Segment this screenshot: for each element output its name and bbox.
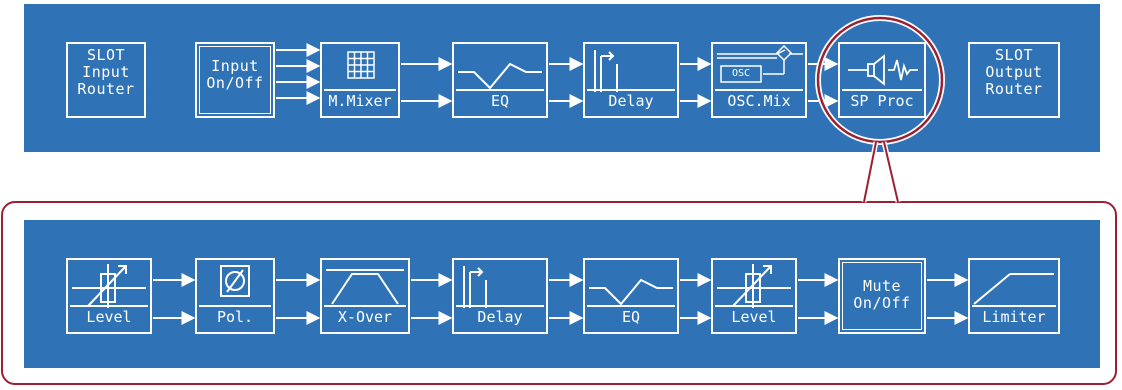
x-over-block: X-Over xyxy=(320,258,410,334)
eq-curve-icon xyxy=(458,62,542,90)
level-fader-icon xyxy=(72,264,146,308)
sp-proc-detail-panel xyxy=(24,220,1100,368)
speaker-icon xyxy=(848,54,918,86)
eq-label-bottom: EQ xyxy=(621,308,641,326)
grid-icon xyxy=(347,51,375,79)
sp-proc-label: SP Proc xyxy=(850,92,914,110)
level-label-2: Level xyxy=(731,308,777,326)
polarity-label: Pol. xyxy=(216,308,254,326)
eq-curve-icon xyxy=(589,278,673,306)
top-signal-chain-panel xyxy=(24,4,1100,152)
eq-label-top: EQ xyxy=(490,92,510,110)
polarity-block: Pol. xyxy=(195,258,275,334)
mute-on-off-label: Mute On/Off xyxy=(853,277,911,312)
delay-label-bottom: Delay xyxy=(477,308,523,326)
level-block-2: Level xyxy=(711,258,797,334)
polarity-icon xyxy=(220,265,250,297)
limiter-label: Limiter xyxy=(982,308,1046,326)
limiter-icon xyxy=(973,273,1054,305)
mute-on-off-block: Mute On/Off xyxy=(838,258,926,334)
slot-input-router-block: SLOT Input Router xyxy=(66,42,146,118)
eq-block-top: EQ xyxy=(452,42,548,118)
input-on-off-label: Input On/Off xyxy=(206,57,264,92)
sp-proc-detail-frame xyxy=(1,201,1117,385)
slot-input-router-label: SLOT Input Router xyxy=(77,46,135,98)
oscillator-icon xyxy=(717,44,803,83)
osc-mix-block: OSC OSC.Mix xyxy=(711,42,807,118)
m-mixer-block: M.Mixer xyxy=(320,42,400,118)
delay-icon xyxy=(594,50,618,92)
limiter-block: Limiter xyxy=(968,258,1060,334)
m-mixer-label: M.Mixer xyxy=(328,92,392,110)
level-block-1: Level xyxy=(66,258,152,334)
osc-badge: OSC xyxy=(731,68,751,79)
input-on-off-block: Input On/Off xyxy=(195,42,275,118)
delay-block-top: Delay xyxy=(583,42,679,118)
crossover-icon xyxy=(326,269,404,305)
level-label-1: Level xyxy=(86,308,132,326)
delay-label-top: Delay xyxy=(608,92,654,110)
delay-block-bottom: Delay xyxy=(452,258,548,334)
osc-mix-label: OSC.Mix xyxy=(727,92,791,110)
slot-output-router-label: SLOT Output Router xyxy=(985,46,1043,98)
delay-icon xyxy=(463,266,487,308)
x-over-label: X-Over xyxy=(337,308,393,326)
slot-output-router-block: SLOT Output Router xyxy=(968,42,1060,118)
eq-block-bottom: EQ xyxy=(583,258,679,334)
sp-proc-block: SP Proc xyxy=(838,42,926,118)
level-fader-icon xyxy=(717,264,791,308)
